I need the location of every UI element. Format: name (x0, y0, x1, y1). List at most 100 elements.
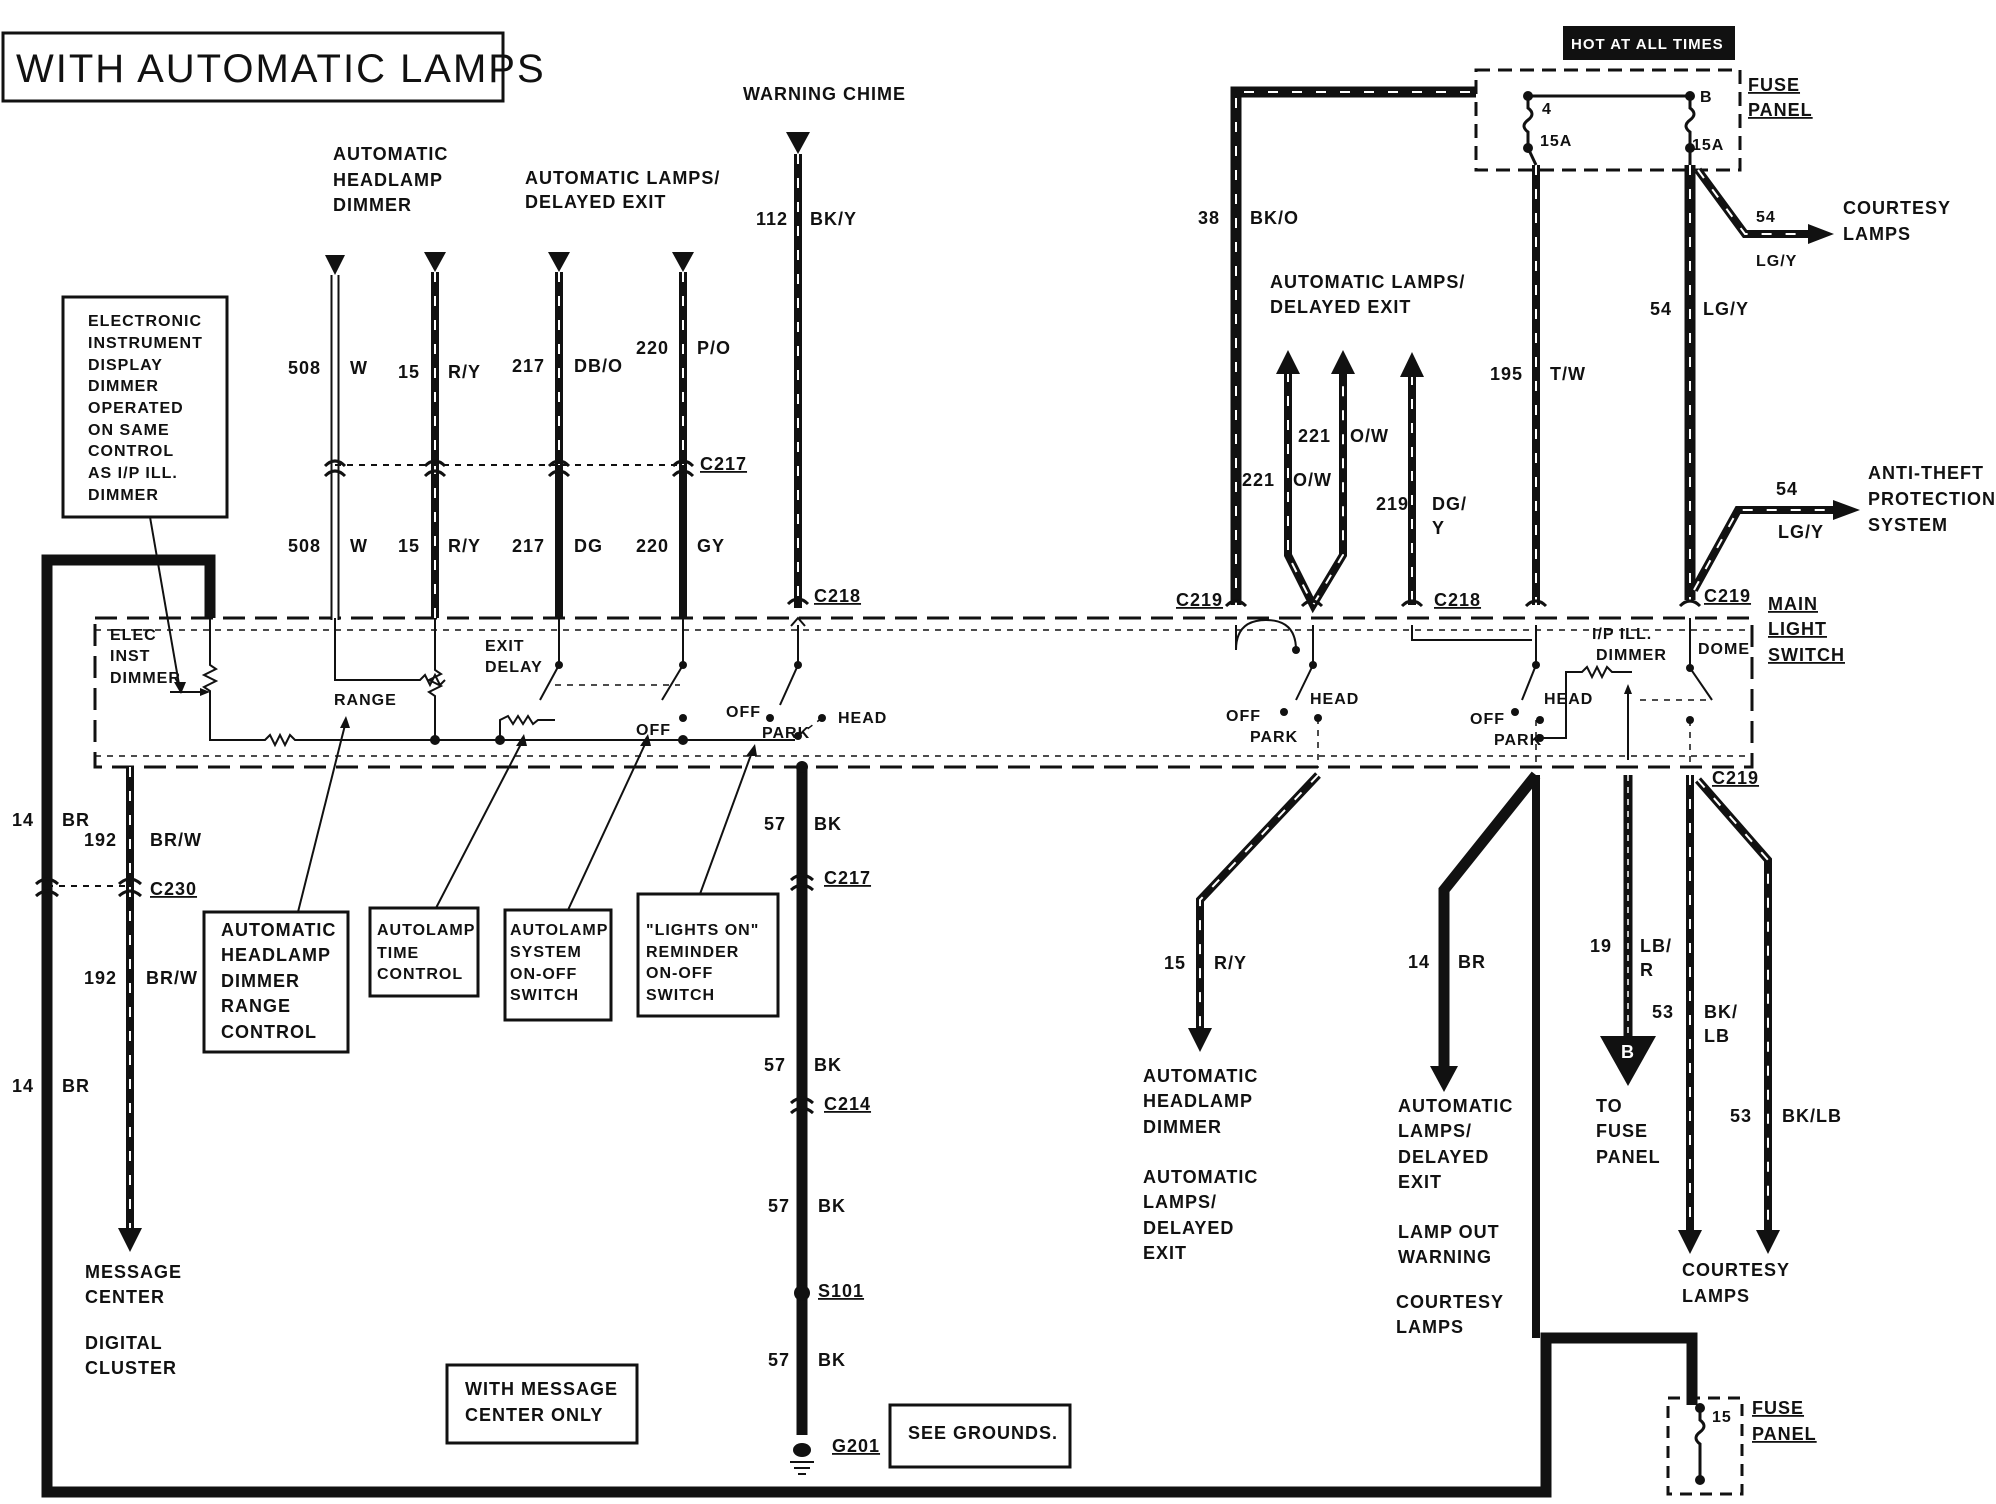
splice-s101: S101 (818, 1281, 864, 1301)
fuse-panel-bottom (1666, 1396, 1744, 1496)
fuse-panel-top-label-1: FUSE (1748, 75, 1800, 95)
switch-head-right-2: HEAD (1544, 691, 1593, 708)
fuse-4-amp: 15A (1540, 133, 1572, 150)
note-tc-1: AUTOLAMP (377, 922, 475, 939)
wire-195-num: 195 (1490, 364, 1523, 384)
wire-219-color-2: Y (1432, 518, 1445, 538)
hot-badge (1563, 26, 1735, 60)
wire-53-color-a-2: LB (1704, 1026, 1730, 1046)
note-ed-2: INSTRUMENT (88, 335, 203, 352)
note-rc-2: HEADLAMP (221, 945, 331, 965)
title-box (1, 31, 505, 103)
note-ed-4: DIMMER (88, 378, 159, 395)
wire-57-color-1: BK (814, 814, 842, 834)
wire-508-num: 508 (288, 358, 321, 378)
fuse-panel-top-label-2: PANEL (1748, 100, 1813, 120)
note-ss-2: SYSTEM (510, 944, 582, 961)
wire-53-num-b: 53 (1730, 1106, 1752, 1126)
wire-14-bottom-color: BR (1458, 952, 1486, 972)
wire-217-num-2: 217 (512, 536, 545, 556)
wire-219-num: 219 (1376, 494, 1409, 514)
fuse-panel-bottom-label-2: PANEL (1752, 1424, 1817, 1444)
note-lo-4: SWITCH (646, 987, 715, 1004)
switch-off-chime: OFF (726, 704, 761, 721)
dest-courtesy-lamps-top-1: COURTESY (1843, 198, 1951, 218)
wire-192-color: BR/W (150, 830, 202, 850)
hot-badge-label: HOT AT ALL TIMES (1571, 36, 1724, 53)
switch-range: RANGE (334, 692, 397, 709)
note-ed-6: ON SAME (88, 422, 170, 439)
dest-bottom-al-2: LAMPS/ (1143, 1192, 1217, 1212)
wire-15-bottom-color: R/Y (1214, 953, 1247, 973)
switch-head-right-1: HEAD (1310, 691, 1359, 708)
note-mco-2: CENTER ONLY (465, 1405, 603, 1425)
dest-courtesy-lamps-top-2: LAMPS (1843, 224, 1911, 244)
note-rc-1: AUTOMATIC (221, 920, 336, 940)
wire-57-color-3: BK (818, 1196, 846, 1216)
connector-c218-right: C218 (1434, 590, 1481, 610)
dest-auto-lamps-right-2: DELAYED EXIT (1270, 297, 1411, 317)
wire-53-num-a: 53 (1652, 1002, 1674, 1022)
wire-15-color-2: R/Y (448, 536, 481, 556)
wire-14-bottom-num: 14 (1408, 952, 1430, 972)
switch-elec-inst-dimmer-1: ELEC (110, 627, 157, 644)
wire-38-color: BK/O (1250, 208, 1299, 228)
note-lights-on (636, 892, 780, 1018)
note-time-control (368, 906, 480, 998)
dest-digital-cluster-1: DIGITAL (85, 1333, 163, 1353)
switch-off-left: OFF (636, 722, 671, 739)
wire-57-color-2: BK (814, 1055, 842, 1075)
note-mco-1: WITH MESSAGE (465, 1379, 618, 1399)
wire-221-color-b: O/W (1293, 470, 1332, 490)
diagram-title: WITH AUTOMATIC LAMPS (16, 47, 546, 91)
dest-to-fuse-2: FUSE (1596, 1121, 1648, 1141)
connector-c219-left: C219 (1176, 590, 1223, 610)
dest-bottom-al2-2: LAMPS/ (1398, 1121, 1472, 1141)
dest-bottom-al2-4: EXIT (1398, 1172, 1442, 1192)
switch-head-chime: HEAD (838, 710, 887, 727)
dest-lamp-out-2: WARNING (1398, 1247, 1492, 1267)
fuse-panel-top (1474, 68, 1742, 172)
dest-anti-theft-3: SYSTEM (1868, 515, 1948, 535)
switch-off-right-1: OFF (1226, 708, 1261, 725)
note-range-control (202, 910, 350, 1054)
wire-220-color: P/O (697, 338, 731, 358)
switch-ip-ill-2: DIMMER (1596, 647, 1667, 664)
main-light-switch-box (93, 616, 1754, 769)
note-ed-7: CONTROL (88, 443, 174, 460)
wire-192-num: 192 (84, 830, 117, 850)
dest-message-center-1: MESSAGE (85, 1262, 182, 1282)
switch-exit-delay-2: DELAY (485, 659, 543, 676)
wire-38-num: 38 (1198, 208, 1220, 228)
fuse-15-num: 15 (1712, 1409, 1732, 1426)
switch-elec-inst-dimmer-3: DIMMER (110, 670, 181, 687)
note-ss-1: AUTOLAMP (510, 922, 608, 939)
switch-off-right-2: OFF (1470, 711, 1505, 728)
wire-19-color-2: R (1640, 960, 1654, 980)
wire-54-antitheft-num: 54 (1776, 479, 1798, 499)
note-message-center-only (445, 1363, 639, 1445)
note-ed-1: ELECTRONIC (88, 313, 202, 330)
dest-auto-lamps-right-1: AUTOMATIC LAMPS/ (1270, 272, 1465, 292)
connector-c219-bottom: C219 (1712, 768, 1759, 788)
dest-bottom-dimmer-3: DIMMER (1143, 1117, 1222, 1137)
switch-elec-inst-dimmer-2: INST (110, 648, 150, 665)
wire-220-color-2: GY (697, 536, 725, 556)
connector-c218-left: C218 (814, 586, 861, 606)
note-system-switch (503, 908, 613, 1022)
dest-courtesy-bottom-1: COURTESY (1682, 1260, 1790, 1280)
wire-217-color: DB/O (574, 356, 623, 376)
dest-bottom-dimmer-1: AUTOMATIC (1143, 1066, 1258, 1086)
note-ss-3: ON-OFF (510, 966, 577, 983)
note-ed-3: DISPLAY (88, 357, 163, 374)
wire-57-num-4: 57 (768, 1350, 790, 1370)
main-light-switch-label-2: LIGHT (1768, 619, 1827, 639)
wire-57-num-2: 57 (764, 1055, 786, 1075)
dest-courtesy-bottom-2: LAMPS (1682, 1286, 1750, 1306)
connector-c217-top: C217 (700, 454, 747, 474)
note-ed-9: DIMMER (88, 487, 159, 504)
wire-221-num-b: 221 (1242, 470, 1275, 490)
connector-c219-right: C219 (1704, 586, 1751, 606)
note-rc-3: DIMMER (221, 971, 300, 991)
